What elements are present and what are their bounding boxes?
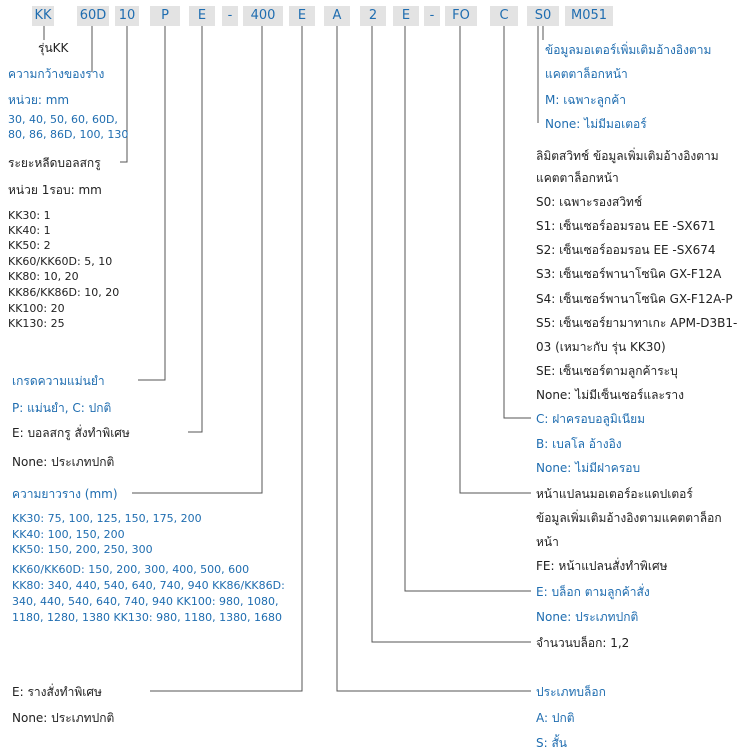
limit-item: S4: เซ็นเซอร์พานาโซนิค GX-F12A-P (536, 292, 733, 306)
rail-length-line: KK30: 75, 100, 125, 150, 175, 200 (12, 512, 202, 525)
lead-item: KK100: 20 (8, 302, 65, 315)
flange-special: FE: หน้าแปลนสั่งทำพิเศษ (536, 559, 668, 573)
lead-item: KK86/KK86D: 10, 20 (8, 286, 120, 299)
lead-title: ระยะหลีดบอลสกรู (8, 156, 101, 170)
limit-item: S5: เซ็นเซอร์ยามาทาเกะ APM-D3B1- (536, 316, 738, 330)
limit-item: S1: เซ็นเซอร์ออมรอน EE -SX671 (536, 219, 716, 233)
accuracy-title: เกรดความแม่นยำ (12, 374, 105, 388)
block-type-normal: A: ปกติ (536, 711, 575, 725)
rail-length-line: KK60/KK60D: 150, 200, 300, 400, 500, 600 (12, 563, 250, 576)
flange-info: ข้อมูลเพิ่มเติมอ้างอิงตามแคตตาล็อก (536, 511, 722, 525)
cover-bellow: B: เบลโล อ้างอิง (536, 437, 622, 451)
limit-item: S3: เซ็นเซอร์พานาโซนิค GX-F12A (536, 267, 722, 281)
accuracy-desc: P: แม่นยำ, C: ปกติ (12, 401, 112, 415)
limit-item: SE: เซ็นเซอร์ตามลูกค้าระบุ (536, 364, 678, 378)
ballscrew-none: None: ประเภทปกติ (12, 455, 115, 469)
lead-item: KK130: 25 (8, 317, 65, 330)
width-title: ความกว้างของราง (8, 67, 105, 81)
code-lead: 10 (115, 6, 139, 26)
rail-length-title: ความยาวราง (mm) (12, 487, 118, 501)
motor-title: แคตตาล็อกหน้า (545, 67, 628, 81)
code-dash: - (222, 6, 238, 26)
rail-none: None: ประเภทปกติ (12, 711, 115, 725)
rail-length-line: KK40: 100, 150, 200 (12, 528, 125, 541)
code-series: KK (32, 6, 54, 26)
flange-info: หน้า (536, 535, 559, 549)
limit-title: แคตตาล็อกหน้า (536, 171, 619, 185)
code-block-type: A (324, 6, 350, 26)
series-label: รุ่นKK (38, 41, 69, 55)
code-cover: C (490, 6, 518, 26)
lead-item: KK40: 1 (8, 224, 51, 237)
width-unit: หน่วย: mm (8, 93, 70, 107)
code-rail: E (289, 6, 315, 26)
code-motor: M051 (565, 6, 613, 26)
limit-item: 03 (เหมาะกับ รุ่น KK30) (536, 340, 666, 354)
code-width: 60D (77, 6, 109, 26)
block-type-title: ประเภทบล็อก (536, 685, 606, 699)
lead-item: KK50: 2 (8, 239, 51, 252)
block-option-special: E: บล็อก ตามลูกค้าสั่ง (536, 585, 650, 599)
code-rail-length: 400 (243, 6, 283, 26)
code-block-count: 2 (360, 6, 386, 26)
limit-title: ลิมิตสวิทช์ ข้อมูลเพิ่มเติมอ้างอิงตาม (536, 149, 719, 163)
rail-special: E: รางสั่งทำพิเศษ (12, 685, 102, 699)
motor-title: ข้อมูลมอเตอร์เพิ่มเติมอ้างอิงตาม (545, 43, 712, 57)
limit-item: None: ไม่มีเซ็นเซอร์และราง (536, 388, 684, 402)
code-dash: - (424, 6, 440, 26)
code-limit: S0 (527, 6, 559, 26)
limit-item: S2: เซ็นเซอร์ออมรอน EE -SX674 (536, 243, 716, 257)
ballscrew-special: E: บอลสกรู สั่งทำพิเศษ (12, 426, 130, 440)
limit-item: S0: เฉพาะรองสวิทช์ (536, 195, 643, 209)
cover-none: None: ไม่มีฝาครอบ (536, 461, 641, 475)
block-count: จำนวนบล็อก: 1,2 (536, 636, 630, 650)
block-option-none: None: ประเภทปกติ (536, 610, 639, 624)
lead-item: KK30: 1 (8, 209, 51, 222)
code-accuracy: P (150, 6, 180, 26)
block-type-short: S: สั้น (536, 736, 568, 750)
code-block-option: E (393, 6, 419, 26)
code-ballscrew: E (189, 6, 215, 26)
lead-item: KK60/KK60D: 5, 10 (8, 255, 113, 268)
rail-length-line: 1180, 1280, 1380 KK130: 980, 1180, 1380,… (12, 611, 283, 624)
width-values: 80, 86, 86D, 100, 130 (8, 128, 129, 141)
lead-item: KK80: 10, 20 (8, 270, 79, 283)
lead-unit: หน่วย 1รอบ: mm (8, 183, 102, 197)
rail-length-line: KK50: 150, 200, 250, 300 (12, 543, 153, 556)
width-values: 30, 40, 50, 60, 60D, (8, 113, 118, 126)
rail-length-line: 340, 440, 540, 640, 740, 940 KK100: 980,… (12, 595, 279, 608)
motor-custom: M: เฉพาะลูกค้า (545, 93, 626, 107)
code-flange: FO (445, 6, 477, 26)
rail-length-line: KK80: 340, 440, 540, 640, 740, 940 KK86/… (12, 579, 285, 592)
cover-aluminium: C: ฝาครอบอลูมิเนียม (536, 412, 646, 426)
flange-title: หน้าแปลนมอเตอร์อะแดปเตอร์ (536, 487, 693, 501)
motor-none: None: ไม่มีมอเตอร์ (545, 117, 647, 131)
